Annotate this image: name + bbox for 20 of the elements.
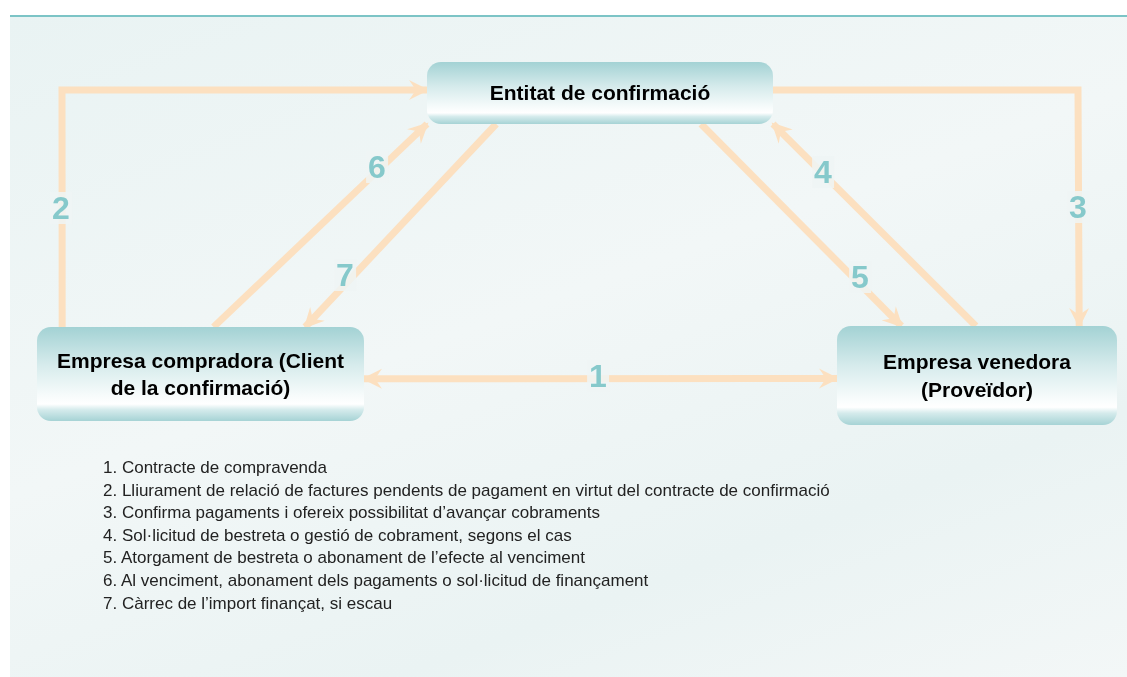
arrow xyxy=(211,121,430,330)
arrow xyxy=(362,368,839,389)
legend-text: 2. Lliurament de relació de factures pendents de pagament en virtut del contracte de confirmació xyxy=(103,479,830,502)
step-number: 3 xyxy=(1067,191,1089,223)
legend-text: 4. Sol·licitud de bestreta o gestió de cobrament, segons el cas xyxy=(103,524,573,547)
arrow xyxy=(698,121,904,329)
legend-text: 3. Confirma pagaments i ofereix possibilitat d’avançar cobraments xyxy=(103,502,602,525)
process-box: Empresa compradora (Client de la confirmació) xyxy=(37,327,364,421)
legend-text: 1. Contracte de compravenda xyxy=(103,457,328,479)
legend-text: 5. Atorgament de bestreta o abonament de l’efecte al venciment xyxy=(103,547,586,570)
step-number: 2 xyxy=(50,192,72,224)
legend-text: 7. Càrrec de l’import finançat, si escau xyxy=(103,592,394,615)
arrow xyxy=(770,121,979,329)
process-box: Entitat de confirmació xyxy=(427,62,773,124)
arrow xyxy=(302,121,499,330)
arrow xyxy=(58,79,429,327)
step-number: 4 xyxy=(812,156,834,188)
process-box: Empresa venedora (Proveïdor) xyxy=(837,326,1117,425)
arrow xyxy=(773,86,1090,328)
legend-text: 6. Al venciment, abonament dels pagaments o sol·licitud de finançament xyxy=(103,569,650,592)
